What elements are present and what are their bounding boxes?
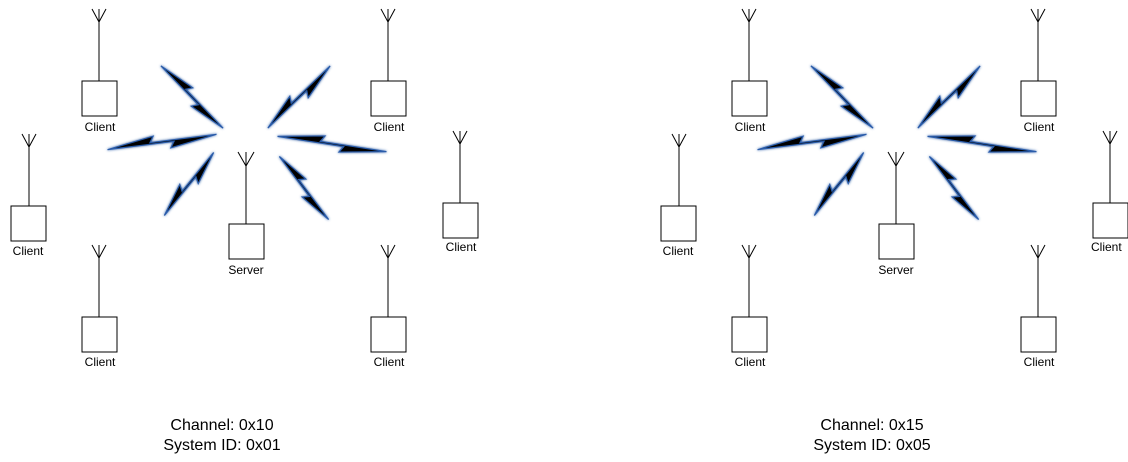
- client-box: [370, 80, 407, 117]
- lightning-bolt-icon: [107, 133, 217, 151]
- client-node: Client: [81, 8, 118, 134]
- client-node: Client: [370, 244, 407, 369]
- antenna-icon: [21, 133, 37, 206]
- client-box: [1092, 202, 1128, 239]
- antenna-icon: [91, 8, 107, 81]
- client-label: Client: [1091, 240, 1122, 254]
- system-id-label: System ID: 0x01: [163, 437, 280, 454]
- client-box: [81, 316, 118, 353]
- lightning-bolt-icon: [277, 135, 387, 153]
- client-node: Client: [81, 244, 118, 369]
- client-node: Client: [731, 8, 768, 134]
- channel-label: Channel: 0x15: [820, 417, 923, 434]
- lightning-bolt-icon: [163, 152, 215, 216]
- lightning-bolt-icon: [160, 65, 224, 129]
- server-box: [878, 223, 915, 260]
- antenna-icon: [741, 8, 757, 81]
- antenna-icon: [741, 244, 757, 317]
- client-node: Client: [660, 133, 697, 258]
- client-box: [1020, 80, 1057, 117]
- lightning-bolt-icon: [927, 135, 1037, 153]
- client-label: Client: [735, 355, 766, 369]
- client-node: Client: [731, 244, 768, 369]
- lightning-bolt-icon: [267, 65, 331, 129]
- client-box: [731, 80, 768, 117]
- client-label: Client: [1024, 355, 1055, 369]
- antenna-icon: [1102, 130, 1118, 203]
- antenna-icon: [1030, 8, 1046, 81]
- client-node: Client: [370, 8, 407, 134]
- server-label: Server: [878, 263, 913, 277]
- antenna-icon: [1030, 244, 1046, 317]
- client-label: Client: [446, 240, 477, 254]
- client-box: [660, 205, 697, 242]
- server-node: Server: [878, 151, 915, 277]
- client-box: [10, 205, 47, 242]
- lightning-bolt-icon: [813, 152, 865, 216]
- server-label: Server: [228, 263, 263, 277]
- antenna-icon: [380, 8, 396, 81]
- antenna-icon: [887, 151, 905, 224]
- client-node: Client: [10, 133, 47, 258]
- antenna-icon: [91, 244, 107, 317]
- server-box: [228, 223, 265, 260]
- antenna-icon: [671, 133, 687, 206]
- server-node: Server: [228, 151, 265, 277]
- client-label: Client: [374, 355, 405, 369]
- antenna-icon: [380, 244, 396, 317]
- lightning-bolt-icon: [810, 65, 874, 129]
- lightning-bolt-icon: [917, 65, 981, 129]
- antenna-icon: [237, 151, 255, 224]
- client-label: Client: [1024, 120, 1055, 134]
- lightning-bolt-icon: [278, 156, 330, 220]
- client-label: Client: [663, 244, 694, 258]
- antenna-icon: [452, 130, 468, 203]
- client-label: Client: [13, 244, 44, 258]
- client-node: Client: [1020, 8, 1057, 134]
- channel-label: Channel: 0x10: [170, 417, 273, 434]
- client-node: Client: [1091, 130, 1128, 254]
- client-node: Client: [1020, 244, 1057, 369]
- client-box: [81, 80, 118, 117]
- client-label: Client: [85, 355, 116, 369]
- client-box: [442, 202, 479, 239]
- client-box: [731, 316, 768, 353]
- client-box: [370, 316, 407, 353]
- client-label: Client: [374, 120, 405, 134]
- diagram-left: Server Client Client: [10, 8, 479, 454]
- diagram-right: Server Client Client: [660, 8, 1128, 454]
- client-label: Client: [85, 120, 116, 134]
- client-label: Client: [735, 120, 766, 134]
- client-box: [1020, 316, 1057, 353]
- system-id-label: System ID: 0x05: [813, 437, 930, 454]
- lightning-bolt-icon: [928, 156, 980, 220]
- lightning-bolt-icon: [757, 133, 867, 151]
- client-node: Client: [442, 130, 479, 254]
